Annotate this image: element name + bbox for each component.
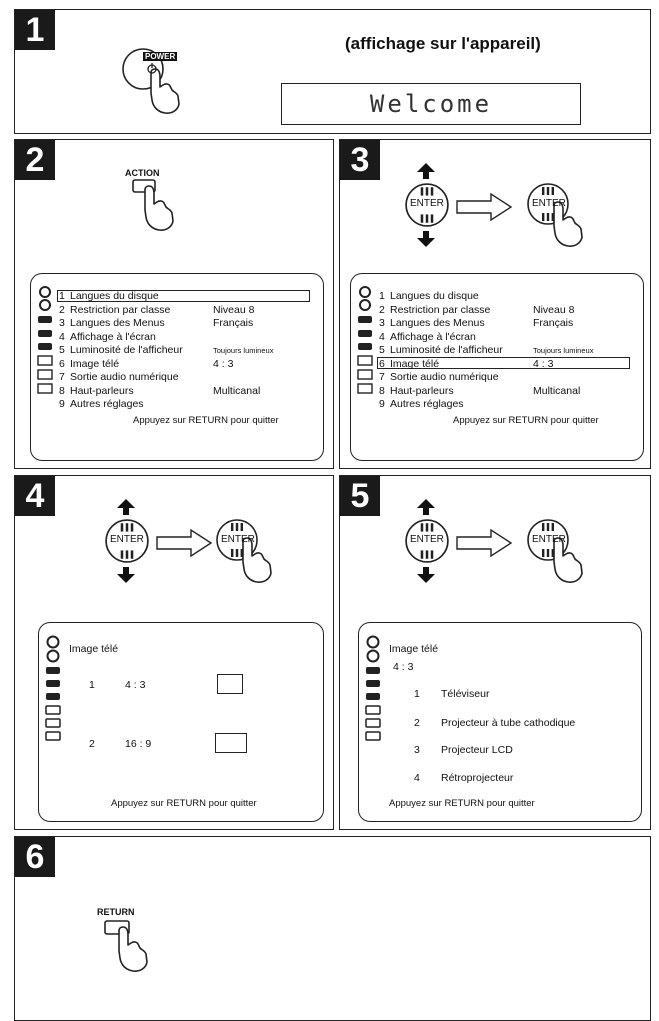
- menu-side-icons: [37, 286, 53, 394]
- step-5-panel: 5 ENTER ENTER Image télé 4 : 3 1 Télévis…: [339, 475, 651, 830]
- projector-option-label[interactable]: Projecteur à tube cathodique: [441, 717, 576, 729]
- aspect-option-label[interactable]: 4 : 3: [125, 679, 146, 691]
- step-1-panel: 1 POWER (affichage sur l'appareil) Welco…: [14, 9, 651, 134]
- option-number: 1: [89, 679, 95, 691]
- projector-option-label[interactable]: Rétroprojecteur: [441, 772, 514, 784]
- option-number: 2: [89, 738, 95, 750]
- power-button-label: POWER: [143, 52, 178, 61]
- return-button-label: RETURN: [97, 907, 135, 917]
- projector-option-label[interactable]: Projecteur LCD: [441, 744, 513, 756]
- option-number: 3: [414, 744, 420, 756]
- step-number: 1: [15, 10, 55, 50]
- step-number: 3: [340, 140, 380, 180]
- right-arrow-icon: [156, 528, 213, 558]
- submenu-title: Image télé: [69, 643, 119, 655]
- enter-button-label: ENTER: [110, 534, 144, 545]
- projector-option-label[interactable]: Téléviseur: [441, 688, 490, 700]
- enter-button-label: ENTER: [532, 534, 566, 545]
- step-6-panel: 6 RETURN: [14, 836, 651, 1021]
- up-arrow-icon: [417, 499, 435, 515]
- power-symbol-icon: [147, 63, 157, 74]
- menu-side-icons: [357, 286, 373, 394]
- down-arrow-icon: [417, 231, 435, 247]
- return-button-icon: [104, 920, 148, 972]
- right-arrow-icon: [456, 192, 513, 222]
- up-arrow-icon: [117, 499, 135, 515]
- enter-button-label: ENTER: [410, 534, 444, 545]
- tv-aspect-screen: Image télé 1 4 : 3 2 16 : 9 Appuyez sur …: [38, 622, 324, 822]
- enter-press-icon: [527, 183, 583, 247]
- display-caption: (affichage sur l'appareil): [345, 34, 541, 53]
- tv-4-3-icon: [217, 674, 243, 694]
- down-arrow-icon: [117, 567, 135, 583]
- down-arrow-icon: [417, 567, 435, 583]
- menu-footer: Appuyez sur RETURN pour quitter: [111, 798, 257, 809]
- menu-selection-highlight: [57, 290, 310, 302]
- step-4-panel: 4 ENTER ENTER Image télé 1 4 : 3 2 16 : …: [14, 475, 334, 830]
- current-aspect-value: 4 : 3: [393, 661, 414, 673]
- menu-selection-highlight: [377, 357, 630, 369]
- enter-press-icon: [216, 519, 272, 583]
- step-number: 4: [15, 476, 55, 516]
- menu-footer: Appuyez sur RETURN pour quitter: [389, 798, 535, 809]
- menu-footer: Appuyez sur RETURN pour quitter: [133, 415, 279, 426]
- step-number: 6: [15, 837, 55, 877]
- enter-button-label: ENTER: [410, 198, 444, 209]
- menu-footer: Appuyez sur RETURN pour quitter: [453, 415, 599, 426]
- up-arrow-icon: [417, 163, 435, 179]
- step-number: 2: [15, 140, 55, 180]
- right-arrow-icon: [456, 528, 513, 558]
- action-button-icon: [132, 179, 174, 231]
- menu-side-icons: [45, 635, 61, 741]
- unit-display: Welcome: [281, 83, 581, 125]
- enter-button-label: ENTER: [221, 534, 255, 545]
- enter-press-icon: [527, 519, 583, 583]
- action-button-label: ACTION: [125, 168, 160, 178]
- option-number: 2: [414, 717, 420, 729]
- enter-button-label: ENTER: [532, 198, 566, 209]
- step-number: 5: [340, 476, 380, 516]
- option-number: 1: [414, 688, 420, 700]
- projector-type-screen: Image télé 4 : 3 1 Téléviseur 2 Projecte…: [358, 622, 642, 822]
- option-number: 4: [414, 772, 420, 784]
- aspect-option-label[interactable]: 16 : 9: [125, 738, 152, 750]
- menu-side-icons: [365, 635, 381, 741]
- submenu-title: Image télé: [389, 643, 439, 655]
- tv-16-9-icon: [215, 733, 247, 753]
